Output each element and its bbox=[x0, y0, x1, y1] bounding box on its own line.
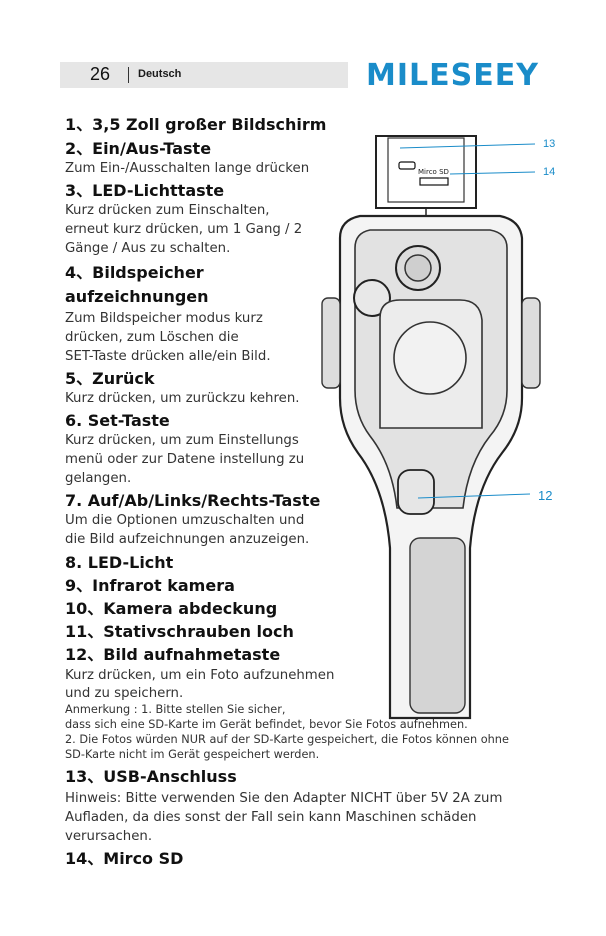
item-title: 5、Zurück bbox=[65, 369, 155, 388]
note-text: SD-Karte nicht im Gerät gespeichert werd… bbox=[65, 748, 320, 761]
callout-13: 13 bbox=[543, 138, 556, 150]
slot-label: Mirco SD bbox=[418, 168, 449, 176]
ir-camera-inner bbox=[404, 254, 432, 282]
item-text: Kurz drücken, um zurückzu kehren. bbox=[65, 391, 300, 406]
callout-line-12 bbox=[417, 493, 531, 499]
item-text: Zum Bildspeicher modus kurz bbox=[65, 311, 263, 326]
item-text: Kurz drücken, um zum Einstellungs bbox=[65, 433, 299, 448]
item-text: drücken, zum Löschen die bbox=[65, 330, 239, 345]
brand-logo: MILESEEY bbox=[366, 58, 539, 93]
port-inset-inner bbox=[387, 137, 465, 203]
item-text: Kurz drücken, um ein Foto aufzunehmen bbox=[65, 668, 335, 683]
callout-14: 14 bbox=[543, 166, 556, 178]
callout-12: 12 bbox=[538, 488, 553, 503]
item-title: 2、Ein/Aus-Taste bbox=[65, 139, 212, 158]
page-number: 26 bbox=[90, 64, 111, 84]
note-text: Anmerkung : 1. Bitte stellen Sie sicher, bbox=[65, 703, 286, 716]
item-text: die Bild aufzeichnungen anzuzeigen. bbox=[65, 532, 310, 547]
sd-slot bbox=[419, 177, 449, 186]
capture-button bbox=[397, 469, 435, 515]
item-text: und zu speichern. bbox=[65, 686, 184, 701]
language-label: Deutsch bbox=[138, 68, 182, 80]
led-light bbox=[353, 279, 391, 317]
item-text: Gänge / Aus zu schalten. bbox=[65, 241, 231, 256]
side-grip-left bbox=[321, 297, 341, 389]
item-title: 4、Bildspeicher bbox=[65, 263, 204, 282]
item-text: SET-Taste drücken alle/ein Bild. bbox=[65, 349, 271, 364]
item-title: 3、LED-Lichttaste bbox=[65, 181, 225, 200]
header-separator bbox=[128, 67, 129, 83]
item-title: 10、Kamera abdeckung bbox=[65, 599, 278, 618]
callout-line-13 bbox=[399, 143, 536, 149]
item-text: Aufladen, da dies sonst der Fall sein ka… bbox=[65, 810, 477, 825]
device-illustration: Mirco SD bbox=[321, 135, 541, 720]
callout-line-14 bbox=[449, 171, 536, 175]
item-title: 1、3,5 Zoll großer Bildschirm bbox=[65, 115, 327, 134]
usb-port bbox=[398, 161, 416, 170]
item-title: 14、Mirco SD bbox=[65, 849, 184, 868]
item-title: 7. Auf/Ab/Links/Rechts-Taste bbox=[65, 491, 321, 510]
side-grip-right bbox=[521, 297, 541, 389]
item-title: 11、Stativschrauben loch bbox=[65, 622, 294, 641]
item-text: Um die Optionen umzuschalten und bbox=[65, 513, 305, 528]
item-text: Zum Ein-/Ausschalten lange drücken bbox=[65, 161, 310, 176]
item-title: 9、Infrarot kamera bbox=[65, 576, 235, 595]
note-text: 2. Die Fotos würden NUR auf der SD-Karte… bbox=[65, 733, 509, 746]
item-text: verursachen. bbox=[65, 829, 153, 844]
item-title: 12、Bild aufnahmetaste bbox=[65, 645, 281, 664]
item-text: Hinweis: Bitte verwenden Sie den Adapter… bbox=[65, 791, 503, 806]
note-text: dass sich eine SD-Karte im Gerät befinde… bbox=[65, 718, 468, 731]
item-text: menü oder zur Datene instellung zu bbox=[65, 452, 305, 467]
item-title: 8. LED-Licht bbox=[65, 553, 174, 572]
item-title: aufzeichnungen bbox=[65, 287, 209, 306]
item-text: Kurz drücken zum Einschalten, bbox=[65, 203, 270, 218]
item-text: gelangen. bbox=[65, 471, 132, 486]
item-title: 6. Set-Taste bbox=[65, 411, 170, 430]
cover-circle bbox=[393, 321, 467, 395]
handle-grip bbox=[409, 537, 466, 714]
item-text: erneut kurz drücken, um 1 Gang / 2 bbox=[65, 222, 303, 237]
manual-content: 1、3,5 Zoll großer Bildschirm 2、Ein/Aus-T… bbox=[65, 114, 585, 869]
header-bar bbox=[60, 62, 348, 88]
item-title: 13、USB-Anschluss bbox=[65, 767, 237, 786]
